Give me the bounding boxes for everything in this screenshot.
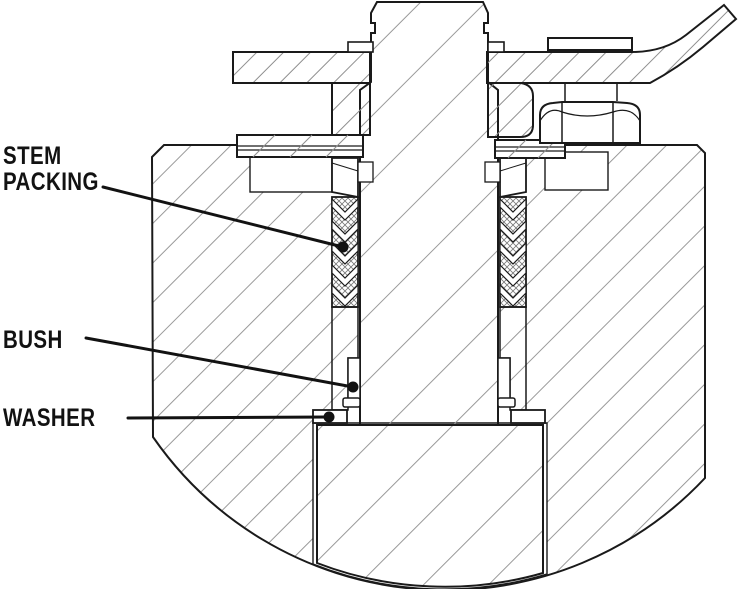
handle-boss	[547, 37, 633, 51]
label-bush: BUSH	[3, 325, 63, 353]
gland-key-left	[357, 161, 374, 183]
body-recess-left	[249, 151, 333, 193]
handle-tab-right	[487, 41, 505, 53]
leader-dots	[323, 241, 359, 423]
gland-plate-right	[494, 139, 566, 159]
stem-flange	[312, 422, 548, 589]
leader-stem-packing	[101, 185, 345, 249]
label-stem-packing-line2: PACKING	[3, 167, 99, 195]
gland-key-right	[484, 161, 501, 183]
handle-right-arm	[486, 3, 738, 84]
gland-plate-left	[236, 134, 364, 158]
stem-packing-right	[499, 196, 527, 308]
leader-bush	[84, 336, 355, 389]
leader-dot-bush	[347, 381, 359, 393]
leader-lines	[84, 185, 355, 420]
packing-chevrons-right	[499, 197, 527, 307]
hex-nut	[539, 84, 641, 144]
nut-neck-lines	[564, 84, 618, 101]
label-stem-packing-line1: STEM	[3, 141, 62, 169]
gland-sleeve-left	[331, 157, 374, 199]
leader-dot-stem-packing	[337, 241, 349, 253]
gland-follower-left	[331, 82, 371, 136]
gland-follower-right	[487, 82, 534, 138]
washer-right	[510, 409, 546, 424]
leader-washer	[126, 415, 331, 420]
handle-left-arm	[232, 51, 371, 84]
gland-sleeve-right	[484, 157, 527, 199]
handle-tab-left	[347, 41, 374, 53]
leader-dot-washer	[323, 411, 335, 423]
packing-chevrons-left	[331, 197, 359, 307]
flange-section	[316, 424, 544, 588]
label-washer: WASHER	[3, 403, 95, 431]
stem	[359, 1, 499, 426]
labels: STEM PACKING BUSH WASHER	[3, 141, 99, 431]
bush-right	[497, 357, 516, 408]
